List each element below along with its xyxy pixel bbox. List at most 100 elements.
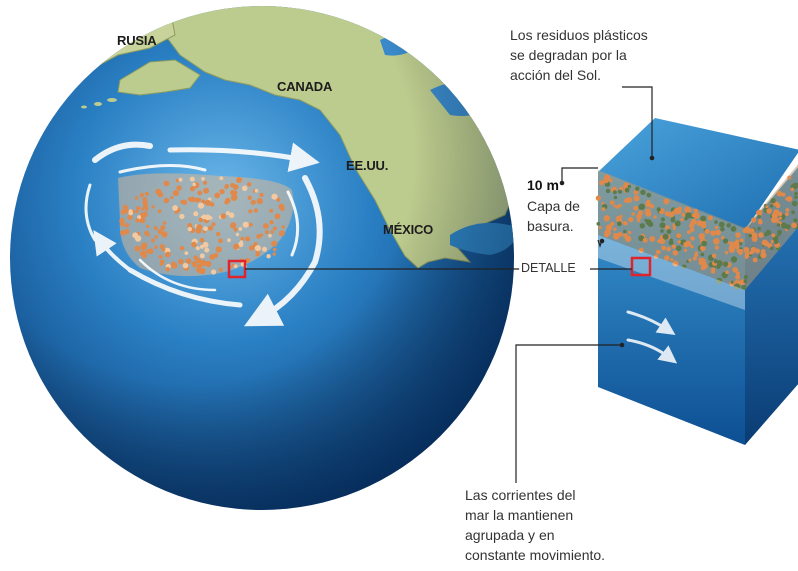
debris-dot: [669, 238, 673, 242]
debris-dot: [613, 204, 617, 208]
debris-dot: [735, 271, 741, 276]
debris-dot: [728, 246, 735, 253]
debris-dot: [790, 187, 795, 192]
debris-dot: [239, 240, 244, 244]
debris-dot: [691, 218, 697, 225]
label-mexico: MÉXICO: [383, 222, 434, 237]
debris-dot: [625, 235, 632, 242]
debris-dot: [153, 226, 158, 231]
debris-dot: [151, 205, 155, 209]
debris-dot: [700, 252, 705, 257]
debris-dot: [642, 237, 648, 243]
debris-dot: [250, 199, 256, 205]
debris-dot: [231, 194, 238, 201]
debris-dot: [170, 195, 174, 200]
debris-dot: [645, 201, 651, 208]
debris-dot: [710, 230, 716, 237]
debris-dot: [144, 191, 149, 196]
debris-dot: [263, 223, 269, 229]
debris-dot: [785, 208, 790, 212]
debris-dot: [165, 267, 170, 272]
debris-dot: [139, 217, 146, 224]
debris-dot: [154, 245, 158, 249]
debris-dot: [189, 176, 195, 182]
debris-dot: [787, 175, 792, 180]
debris-dot: [786, 196, 793, 202]
debris-dot: [134, 235, 142, 242]
annotation-depth: 10 m: [527, 177, 559, 193]
debris-dot: [718, 221, 725, 228]
debris-dot: [197, 202, 205, 209]
debris-dot: [690, 236, 695, 241]
debris-dot: [664, 255, 670, 261]
debris-dot: [661, 245, 666, 251]
debris-dot: [136, 206, 141, 211]
debris-dot: [635, 186, 640, 191]
debris-dot: [660, 217, 666, 222]
debris-dot: [609, 200, 615, 205]
debris-dot: [254, 245, 261, 252]
label-russia: RUSIA: [117, 33, 157, 48]
debris-dot: [791, 200, 798, 207]
debris-dot: [763, 240, 769, 247]
debris-dot: [739, 238, 744, 243]
debris-dot: [785, 212, 789, 217]
debris-dot: [711, 267, 716, 272]
debris-dot: [216, 231, 221, 237]
debris-dot: [699, 236, 704, 241]
debris-dot: [135, 209, 139, 214]
debris-dot: [260, 233, 264, 237]
debris-dot: [208, 225, 214, 231]
debris-dot: [236, 177, 242, 183]
debris-dot: [247, 195, 252, 200]
debris-dot: [686, 230, 692, 235]
debris-dot: [228, 212, 235, 218]
debris-dot: [213, 252, 219, 258]
debris-dot: [120, 230, 126, 236]
debris-dot: [773, 239, 779, 245]
debris-dot: [219, 188, 225, 195]
debris-dot: [610, 221, 615, 226]
debris-dot: [187, 223, 193, 229]
debris-dot: [203, 187, 210, 194]
debris-dot: [140, 207, 145, 211]
debris-dot: [713, 259, 718, 264]
debris-dot: [197, 258, 202, 263]
debris-dot: [627, 184, 632, 189]
debris-dot: [700, 215, 707, 222]
debris-dot: [182, 262, 189, 269]
debris-dot: [771, 233, 776, 238]
debris-dot: [157, 229, 163, 235]
debris-dot: [748, 233, 752, 238]
debris-dot: [750, 246, 757, 252]
debris-dot: [124, 222, 130, 228]
debris-dot: [271, 193, 278, 200]
debris-dot: [729, 241, 734, 247]
debris-dot: [618, 189, 622, 194]
debris-dot: [202, 241, 209, 248]
debris-dot: [633, 189, 639, 195]
debris-dot: [609, 178, 613, 183]
debris-dot: [123, 208, 129, 214]
debris-dot: [715, 229, 721, 236]
debris-dot: [612, 190, 617, 195]
debris-dot: [249, 245, 255, 251]
annotation-sun-degradation: Los residuos plásticos se degradan por l…: [510, 27, 648, 83]
debris-dot: [631, 212, 635, 216]
debris-dot: [744, 251, 751, 258]
debris-dot: [638, 203, 646, 210]
debris-dot: [672, 260, 679, 267]
debris-dot: [757, 215, 761, 219]
debris-dot: [771, 212, 778, 219]
debris-dot: [134, 245, 141, 252]
debris-dot: [220, 213, 227, 219]
debris-dot: [645, 219, 652, 226]
debris-dot: [743, 246, 750, 253]
debris-dot: [215, 246, 222, 253]
debris-dot: [666, 229, 672, 234]
debris-dot: [754, 248, 760, 254]
debris-dot: [633, 195, 640, 202]
debris-dot: [735, 232, 741, 238]
debris-dot: [245, 236, 251, 242]
debris-dot: [176, 185, 182, 191]
